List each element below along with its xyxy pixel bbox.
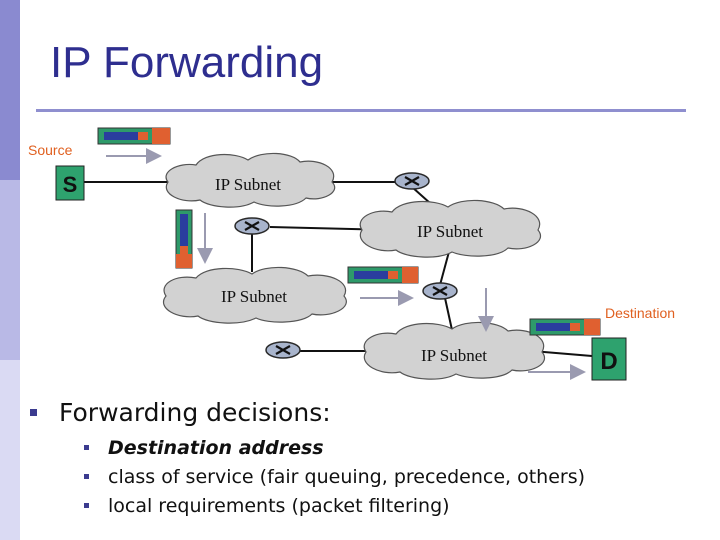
- link-router3-subnet4: [444, 297, 453, 331]
- subnet-cloud-2: IP Subnet: [359, 199, 541, 258]
- bullet-marker: [84, 445, 89, 450]
- source-node-letter: S: [63, 172, 78, 197]
- left-bar-middle: [0, 180, 20, 360]
- packet-icon: [175, 209, 193, 269]
- subnet-cloud-3: IP Subnet: [163, 266, 347, 324]
- router-icon: [421, 281, 459, 301]
- packet-icon: [529, 318, 601, 336]
- destination-node: D: [591, 337, 627, 381]
- sub-bullet-text: Destination address: [108, 436, 324, 459]
- router-icon: [393, 171, 431, 191]
- sub-bullet: Destination address: [84, 433, 585, 462]
- packet-icon: [347, 266, 419, 284]
- subnet-label-4: IP Subnet: [421, 346, 487, 365]
- source-label: Source: [28, 142, 73, 158]
- sub-bullet-text: local requirements (packet filtering): [108, 494, 450, 517]
- bullet-list: Forwarding decisions: Destination addres…: [30, 398, 585, 520]
- left-bar-bottom: [0, 360, 20, 540]
- page-title: IP Forwarding: [50, 38, 324, 87]
- bullet-main: Forwarding decisions:: [30, 398, 585, 427]
- subnet-cloud-1: IP Subnet: [165, 152, 336, 208]
- subnet-label-2: IP Subnet: [417, 222, 483, 241]
- router-icon: [233, 216, 271, 236]
- sub-bullet: class of service (fair queuing, preceden…: [84, 462, 585, 491]
- router-icon: [264, 340, 302, 360]
- subnet-label-1: IP Subnet: [215, 175, 281, 194]
- forwarding-diagram: IP Subnet IP Subnet IP Subnet IP Subnet …: [28, 127, 675, 381]
- bullet-main-text: Forwarding decisions:: [59, 398, 331, 427]
- subnet-label-3: IP Subnet: [221, 287, 287, 306]
- destination-node-letter: D: [600, 348, 617, 375]
- bullet-marker: [84, 474, 89, 479]
- title-divider: [36, 109, 686, 112]
- destination-label: Destination: [605, 305, 675, 321]
- bullet-marker: [84, 503, 89, 508]
- bullet-marker: [30, 409, 37, 416]
- sub-bullet: local requirements (packet filtering): [84, 491, 585, 520]
- source-node: S: [55, 165, 85, 201]
- packet-icon: [97, 127, 171, 145]
- left-bar-top: [0, 0, 20, 180]
- subnet-cloud-4: IP Subnet: [363, 321, 545, 380]
- sub-bullet-text: class of service (fair queuing, preceden…: [108, 465, 586, 488]
